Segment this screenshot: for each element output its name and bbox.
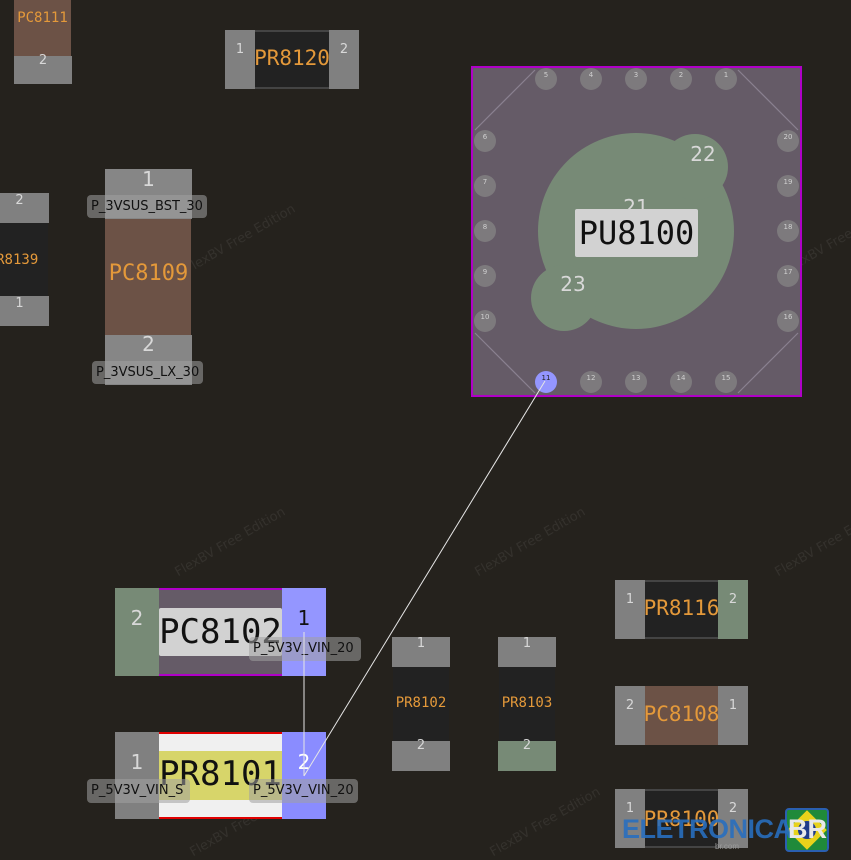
pad-2[interactable] [282, 732, 326, 819]
ic-pin[interactable]: 3 [625, 68, 647, 90]
component-pr8116[interactable]: 1 2 PR8116 [615, 580, 748, 639]
pin-number: 1 [282, 606, 326, 630]
pin-number: 2 [105, 332, 192, 356]
refdes-label: PC8108 [615, 702, 748, 726]
ic-pin[interactable]: 4 [580, 68, 602, 90]
pad-1[interactable] [115, 732, 159, 819]
pad-label: 22 [683, 142, 723, 166]
component-pc8102[interactable]: 2 1 PC8102 [115, 588, 326, 676]
net-label: P_5V3V_VIN_20 [249, 779, 358, 803]
net-label: P_5V3V_VIN_S [87, 779, 190, 803]
pad-label: 23 [553, 272, 593, 296]
ic-pin[interactable]: 13 [625, 371, 647, 393]
net-label: P_3VSUS_LX_30 [92, 361, 203, 384]
ic-pin-selected[interactable]: 11 [535, 371, 557, 393]
ic-pin[interactable]: 5 [535, 68, 557, 90]
pin-number: 1 [105, 167, 192, 191]
ic-pin[interactable]: 19 [777, 175, 799, 197]
logo: ELETRONICA BR br.com [620, 800, 851, 857]
ic-pin[interactable]: 8 [474, 220, 496, 242]
ic-pin[interactable]: 14 [670, 371, 692, 393]
ic-pin[interactable]: 10 [474, 310, 496, 332]
pin-number: 1 [497, 636, 557, 651]
net-label-text: P_5V3V_VIN_20 [253, 641, 354, 656]
ic-pin[interactable]: 6 [474, 130, 496, 152]
refdes-label: PC8111 [13, 10, 72, 26]
ic-pin[interactable]: 20 [777, 130, 799, 152]
refdes-label: PR8120 [225, 46, 359, 70]
component-body [14, 0, 71, 56]
component-pc8108[interactable]: 2 1 PC8108 [615, 686, 748, 745]
component-pu8100[interactable]: 5 4 3 2 1 6 7 8 9 10 20 19 18 17 16 11 1… [471, 66, 802, 397]
watermark: FlexBV Free Edition [473, 505, 589, 580]
pad-1[interactable] [282, 588, 326, 676]
component-pr8120[interactable]: 1 2 PR8120 [225, 30, 359, 89]
component-pr8101[interactable]: 1 2 PR8101 [115, 732, 326, 819]
ic-pin[interactable]: 1 [715, 68, 737, 90]
watermark: FlexBV Free Edition [173, 505, 289, 580]
logo-badge: BR [788, 814, 827, 845]
ic-pin[interactable]: 18 [777, 220, 799, 242]
pin-number: 2 [282, 750, 326, 774]
pin-number: 2 [497, 738, 557, 753]
pin-number: 2 [115, 606, 159, 630]
refdes-label: PR8103 [497, 695, 557, 711]
pin-number: 1 [0, 296, 39, 311]
ic-pin[interactable]: 16 [777, 310, 799, 332]
net-label: P_3VSUS_BST_30 [87, 195, 207, 218]
pad-2[interactable] [115, 588, 159, 676]
net-label: P_5V3V_VIN_20 [249, 637, 361, 661]
ic-pin[interactable]: 12 [580, 371, 602, 393]
refdes-label: PR8102 [391, 695, 451, 711]
refdes-label: PR8116 [615, 596, 748, 620]
watermark: FlexBV Free Edition [773, 505, 851, 580]
ic-pin[interactable]: 17 [777, 265, 799, 287]
refdes-label: PR8139 [0, 252, 48, 268]
ic-pin[interactable]: 15 [715, 371, 737, 393]
pin-number: 2 [391, 738, 451, 753]
logo-text: ELETRONICA [622, 814, 793, 845]
logo-subtext: br.com [715, 842, 739, 851]
pin-number: 2 [0, 193, 39, 208]
component-pc8111[interactable]: PC8111 2 [13, 0, 72, 86]
ic-pin[interactable]: 7 [474, 175, 496, 197]
refdes-label: PU8100 [575, 209, 698, 257]
pin-number: 1 [391, 636, 451, 651]
component-pr8102[interactable]: 1 PR8102 2 [391, 637, 451, 771]
component-pr8103[interactable]: 1 PR8103 2 [497, 637, 557, 771]
component-pr8139[interactable]: 2 PR8139 1 [0, 193, 50, 326]
pin-number: 2 [14, 53, 72, 68]
refdes-label: PC8109 [105, 261, 192, 286]
pin-number: 1 [115, 750, 159, 774]
watermark: FlexBV Free Edition [488, 785, 604, 860]
ic-pin[interactable]: 2 [670, 68, 692, 90]
ic-pin[interactable]: 9 [474, 265, 496, 287]
